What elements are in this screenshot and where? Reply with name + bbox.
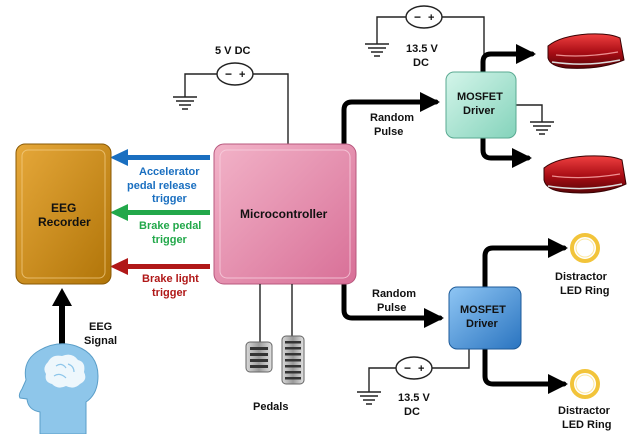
pedal-wiring (259, 284, 293, 342)
trigger-brake-pedal-line1: Brake pedal (139, 220, 201, 232)
top-power-source: − + (365, 5, 554, 135)
svg-text:−: − (414, 10, 421, 24)
mosfet-bottom-line1: MOSFET (460, 304, 506, 316)
led-ring-icon (570, 369, 600, 399)
head-brain-icon (18, 343, 99, 434)
trigger-arrow-brake-pedal (110, 204, 210, 221)
bottom-power-source: − + (357, 349, 470, 405)
trigger-arrow-accelerator (110, 149, 210, 166)
led-ring-1-line1: Distractor (555, 271, 608, 283)
trigger-brake-pedal-line2: trigger (152, 234, 188, 246)
svg-text:+: + (418, 363, 424, 375)
pedals-label: Pedals (253, 401, 288, 413)
brake-pedal-icon (245, 341, 273, 373)
svg-text:−: − (225, 67, 232, 81)
eeg-recorder-block (15, 143, 112, 285)
eeg-signal-arrow (52, 288, 72, 366)
led-ring-icon (570, 233, 600, 263)
pulse-path-bottom (341, 277, 444, 328)
ground-icon (530, 121, 554, 135)
trigger-accelerator-line2: pedal release (127, 180, 197, 192)
trigger-accelerator-line1: Accelerator (139, 166, 200, 178)
led-ring-2-line2: LED Ring (562, 419, 612, 431)
brake-light-icon (543, 155, 627, 194)
mcu-power-source: − + (173, 62, 289, 146)
mosfet-top-line1: MOSFET (457, 91, 503, 103)
svg-text:−: − (404, 361, 411, 375)
accelerator-pedal-icon (281, 335, 305, 385)
brake-light-icon (547, 33, 625, 69)
top-supply-line2: DC (413, 57, 429, 69)
dc-source-icon (216, 62, 254, 86)
eeg-recorder-line2: Recorder (38, 215, 91, 229)
dc-source-icon (395, 356, 433, 380)
microcontroller-block (213, 143, 357, 285)
pulse-top-line2: Pulse (374, 126, 403, 138)
mosfet-driver-top-block (445, 71, 517, 139)
pulse-path-top (341, 92, 440, 153)
led-ring-1-line2: LED Ring (560, 285, 610, 297)
svg-text:+: + (428, 12, 434, 24)
pulse-bottom-line2: Pulse (377, 302, 406, 314)
bottom-supply-line2: DC (404, 406, 420, 418)
output-path-led-ring-2 (482, 345, 568, 394)
mcu-supply-label: 5 V DC (215, 45, 251, 57)
output-path-led-ring-1 (482, 238, 568, 290)
eeg-signal-line2: Signal (84, 335, 117, 347)
mosfet-top-line2: Driver (463, 105, 496, 117)
bottom-supply-line1: 13.5 V (398, 392, 430, 404)
led-ring-2-line1: Distractor (558, 405, 611, 417)
trigger-brake-light-line2: trigger (152, 287, 188, 299)
eeg-signal-line1: EEG (89, 321, 112, 333)
mosfet-driver-bottom-block (448, 286, 522, 350)
ground-icon (365, 43, 389, 57)
svg-text:+: + (239, 69, 245, 81)
eeg-recorder-line1: EEG (51, 201, 76, 215)
trigger-arrow-brake-light (110, 258, 210, 275)
ground-icon (173, 96, 197, 110)
ground-icon (357, 391, 381, 405)
trigger-brake-light-line1: Brake light (142, 273, 199, 285)
trigger-accelerator-line3: trigger (152, 193, 188, 205)
microcontroller-label: Microcontroller (240, 207, 328, 221)
pulse-bottom-line1: Random (372, 288, 416, 300)
output-path-brake-light-2 (480, 135, 532, 168)
pulse-top-line1: Random (370, 112, 414, 124)
top-supply-line1: 13.5 V (406, 43, 438, 55)
dc-source-icon (405, 5, 443, 29)
output-path-brake-light-1 (480, 44, 536, 77)
mosfet-bottom-line2: Driver (466, 318, 499, 330)
